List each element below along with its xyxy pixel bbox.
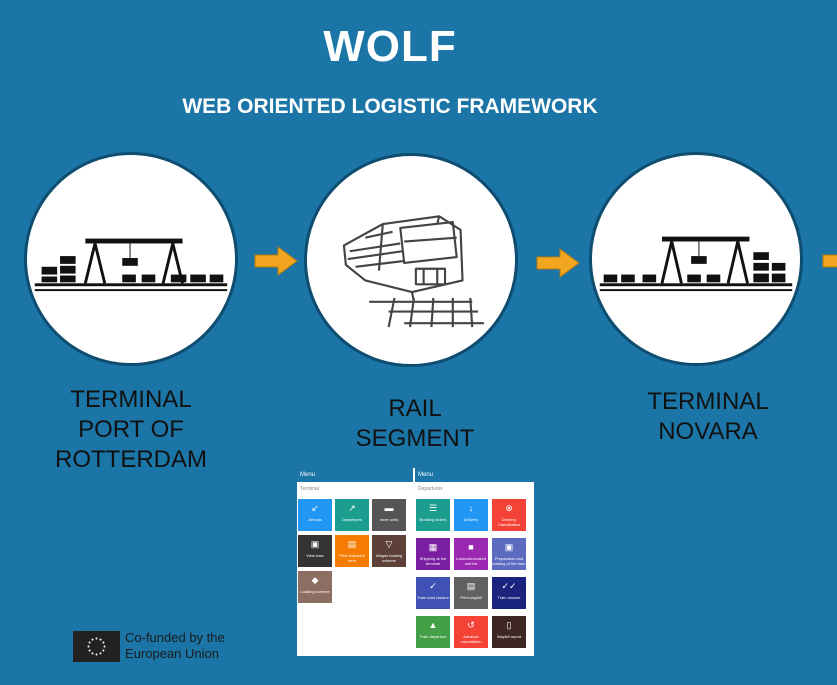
terminal-novara-label: TERMINAL NOVARA [647,388,769,445]
eu-cofunding-text: Co-funded by the European Union [125,630,225,661]
gantry-crane-icon [34,238,228,292]
lock-icon: ■ [468,542,474,552]
app-tile-label: Shipping at the terminal [419,556,447,566]
app-tile[interactable]: ↺ Advance cancellation [454,616,488,648]
app-tile[interactable]: ▣ View train [298,535,332,567]
app-tile-label: Inner units [379,517,399,522]
app-tile[interactable]: ■ Locked/unlocked unit list [454,538,488,570]
app-tile[interactable]: ↙ Arrivals [298,499,332,531]
terminal-rotterdam-label: TERMINAL PORT OF ROTTERDAM [55,386,207,473]
arrow-down-left-icon: ↙ [311,503,319,513]
app-tile[interactable]: ▤ Print shipment form [335,535,369,567]
app-tile-label: Delivery [463,517,479,522]
page-title: WOLF [323,22,457,71]
layers-icon: ◆ [311,575,319,585]
thumb-up-icon: ▲ [428,620,438,630]
app-tile-label: Train closure [497,595,521,600]
rail-segment-label: RAIL SEGMENT [355,395,475,452]
arrow-up-right-icon: ↗ [348,503,356,513]
app-tile[interactable]: ▲ Train departure [416,616,450,648]
flow-arrow-1-icon [254,246,298,276]
page-subtitle: WEB ORIENTED LOGISTIC FRAMEWORK [182,95,598,118]
app-tile[interactable]: ▬ Inner units [372,499,406,531]
app-tile-label: Loading scheme [300,589,330,594]
app-tile[interactable]: ✓✓ Train closure [492,577,526,609]
app-tile[interactable]: ▽ Wagon loading scheme [372,535,406,567]
app-tile[interactable]: ▤ Print waybill [454,577,488,609]
app-tile[interactable]: ↗ Departures [335,499,369,531]
locomotive-icon [342,215,484,328]
terminal-rotterdam-node [24,152,238,366]
app-menu-bar-left: Menu [297,468,413,482]
eu-flag-icon [73,631,120,662]
flow-arrow-3-icon [822,254,837,268]
truck-icon: ▬ [384,503,394,513]
app-tile-label: Print shipment form [339,553,365,563]
arrow-down-icon: ↓ [468,503,474,513]
app-tile-label: Delivery Cancellation [497,517,520,527]
app-tile-label: Train departure [419,634,447,639]
document-icon: ▯ [506,620,512,630]
app-tile[interactable]: ↓ Delivery [454,499,488,531]
printer-icon: ▤ [466,581,476,591]
grid-icon: ▦ [428,542,438,552]
app-tile[interactable]: ▯ Waybill report [492,616,526,648]
list-icon: ☰ [428,503,438,513]
app-tile-label: Waybill report [496,634,522,639]
app-tile-label: Advance cancellation [460,634,482,644]
app-tile-label: Wagon loading scheme [375,553,403,563]
app-tile[interactable]: ▦ Shipping at the terminal [416,538,450,570]
double-check-icon: ✓✓ [501,581,517,591]
app-tile[interactable]: ⊗ Delivery Cancellation [492,499,526,531]
flow-arrow-2-icon [536,248,580,278]
printer-icon: ▤ [347,539,357,549]
app-section-right: Departures [418,486,443,492]
app-section-left: Terminal [300,486,319,492]
check-icon: ✓ [429,581,437,591]
app-screenshot: Menu Menu Terminal Departures ↙ Arrivals ↗… [297,468,534,656]
rail-segment-node [304,153,518,367]
triangle-down-icon: ▽ [385,539,393,549]
app-tile-label: Booking orders [419,517,447,522]
app-tile-label: Arrivals [308,517,322,522]
app-tile[interactable]: ◆ Loading scheme [298,571,332,603]
app-tile-label: Departures [342,517,362,522]
app-menu-bar-right: Menu [415,468,534,482]
close-circle-icon: ⊗ [505,503,513,513]
train-icon: ▣ [504,542,514,552]
app-tile[interactable]: ▣ Preparation and loading of the train [492,538,526,570]
app-tile-label: Locked/unlocked unit list [455,556,487,566]
app-tile-label: Train load closure [417,595,449,600]
undo-icon: ↺ [467,620,475,630]
app-tile-label: Preparation and loading of the train [492,556,526,566]
gantry-crane-icon [599,236,793,292]
app-tile[interactable]: ✓ Train load closure [416,577,450,609]
app-tile[interactable]: ☰ Booking orders [416,499,450,531]
terminal-novara-node [589,152,803,366]
app-tile-label: Print waybill [460,595,482,600]
train-icon: ▣ [310,539,320,549]
app-tile-label: View train [306,553,324,558]
